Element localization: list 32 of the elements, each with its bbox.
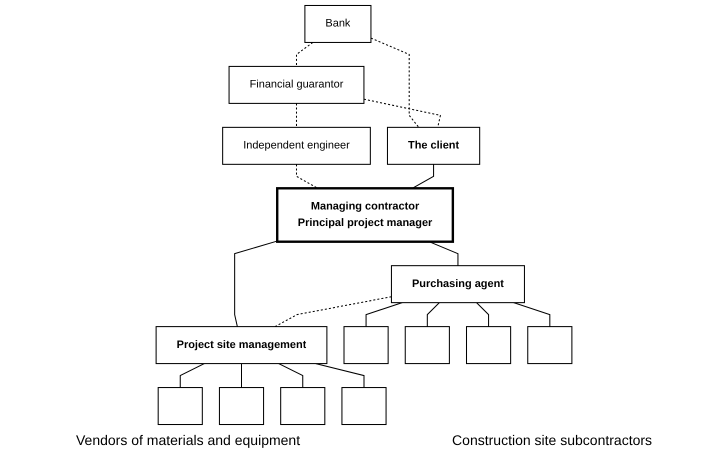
node-box: Bank [304, 4, 372, 43]
connector [364, 98, 442, 128]
node-box [404, 326, 450, 364]
node-box [527, 326, 572, 364]
node-box: Purchasing agent [390, 265, 525, 304]
connector [278, 363, 304, 388]
node-box [158, 387, 203, 426]
connector [412, 164, 434, 189]
connector [234, 240, 278, 327]
node-box [280, 387, 326, 426]
connector [370, 38, 420, 128]
connector [296, 164, 318, 189]
connector [476, 302, 490, 327]
group-caption: Construction site subcontractors [452, 432, 652, 448]
node-box [344, 326, 389, 364]
connector [180, 363, 205, 388]
connector [366, 302, 402, 327]
node-box [341, 387, 387, 426]
connector [240, 364, 242, 388]
connector [274, 296, 392, 328]
group-caption: Vendors of materials and equipment [76, 432, 300, 448]
node-box [218, 387, 264, 426]
connector [426, 302, 440, 327]
connector [296, 103, 297, 128]
node-box: Project site management [156, 326, 328, 364]
node-box [466, 326, 512, 364]
connector [514, 302, 550, 327]
node-box: Financial guarantor [228, 66, 364, 104]
node-box: The client [386, 126, 480, 165]
node-box: Independent engineer [222, 126, 371, 165]
node-box: Managing contractor Principal project manager [276, 187, 454, 243]
connector [296, 42, 314, 66]
